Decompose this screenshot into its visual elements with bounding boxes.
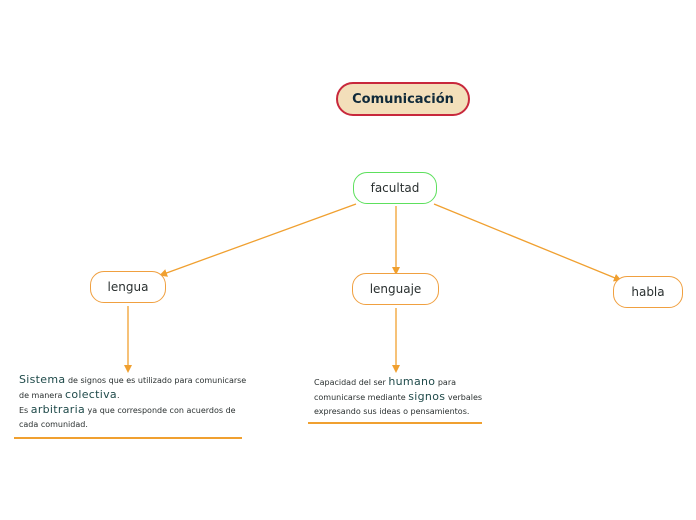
note-lenguaje[interactable]: Capacidad del ser humano para comunicars…: [314, 375, 484, 419]
keyword-arbitraria: arbitraria: [30, 403, 85, 416]
connector-facultad-habla: [433, 203, 622, 282]
node-lengua[interactable]: lengua: [90, 271, 166, 303]
keyword-sistema: Sistema: [19, 373, 66, 386]
keyword-signos: signos: [408, 390, 446, 403]
note-lengua-paragraph-2: Es arbitraria ya que corresponde con acu…: [19, 403, 247, 432]
note-text: Es: [19, 406, 29, 415]
node-lenguaje[interactable]: lenguaje: [352, 273, 439, 305]
keyword-humano: humano: [388, 375, 436, 388]
connector-facultad-lengua: [159, 203, 357, 277]
note-text: .: [116, 391, 120, 400]
note-text: verbales expresando sus ideas o pensamie…: [314, 393, 483, 416]
note-text: para comunicarse mediante: [314, 378, 457, 402]
note-lengua[interactable]: Sistema de signos que es utilizado para …: [19, 373, 247, 432]
note-lengua-underline: [14, 437, 242, 439]
note-lengua-paragraph-1: Sistema de signos que es utilizado para …: [19, 373, 247, 403]
root-node-comunicacion[interactable]: Comunicación: [336, 82, 470, 116]
note-text: de signos que es utilizado para comunica…: [19, 376, 247, 400]
note-text: ya que corresponde con acuerdos de cada …: [19, 406, 236, 429]
node-facultad[interactable]: facultad: [353, 172, 437, 204]
note-lenguaje-underline: [308, 422, 482, 424]
note-text: Capacidad del ser: [314, 378, 386, 387]
node-habla[interactable]: habla: [613, 276, 683, 308]
keyword-colectiva: colectiva: [64, 388, 117, 401]
